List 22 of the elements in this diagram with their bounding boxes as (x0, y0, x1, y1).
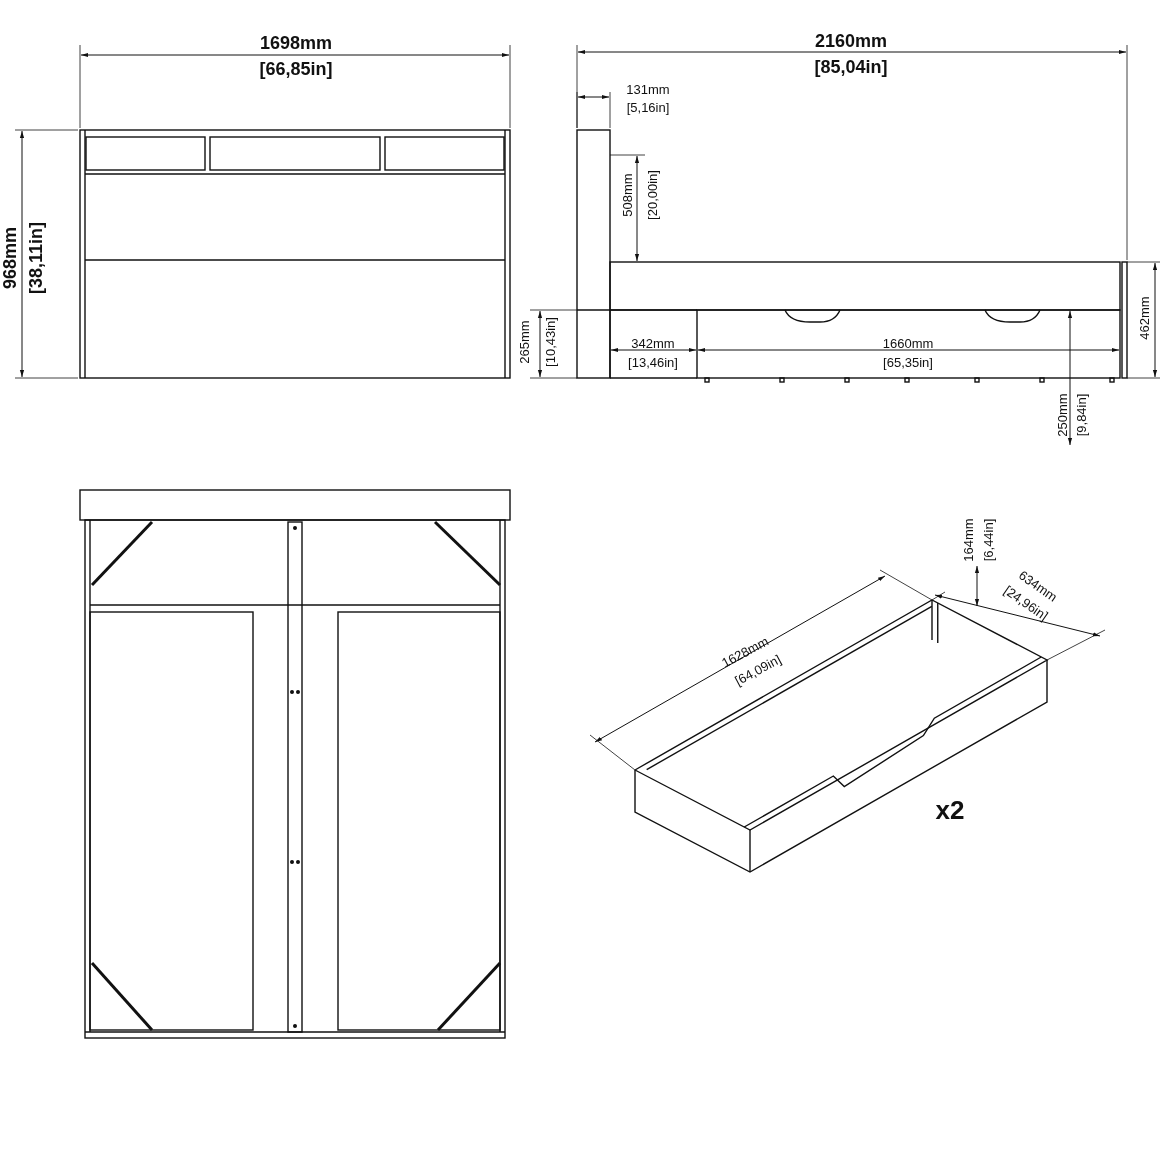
dimension-label: 508mm (620, 173, 634, 217)
dimension-label: [13,46in] (628, 355, 678, 369)
dimension-label: [5,16in] (626, 100, 670, 114)
dimension-label: 1698mm (259, 34, 333, 52)
dimension-label: [38,11in] (27, 222, 45, 294)
dimension-label: 1660mm (882, 336, 934, 350)
dimension-label: [9,84in] (1074, 393, 1088, 437)
dimension-label: 164mm (961, 518, 975, 562)
dimension-label: [20,00in] (645, 170, 659, 220)
dimension-label: 462mm (1137, 296, 1151, 340)
dimension-label: 250mm (1055, 393, 1069, 437)
quantity-label: x2 (935, 797, 965, 823)
dimension-label: 265mm (517, 320, 531, 364)
dimension-label: 342mm (631, 336, 675, 350)
dimension-label: [6,44in] (981, 518, 995, 562)
dimension-label: 2160mm (814, 32, 888, 50)
dimension-label: [66,85in] (259, 60, 333, 78)
dimension-label: [10,43in] (543, 317, 557, 367)
dimension-label: 131mm (626, 82, 670, 96)
dimension-label: [85,04in] (814, 58, 888, 76)
dimension-label: 968mm (1, 227, 19, 289)
dimension-label: [65,35in] (883, 355, 933, 369)
